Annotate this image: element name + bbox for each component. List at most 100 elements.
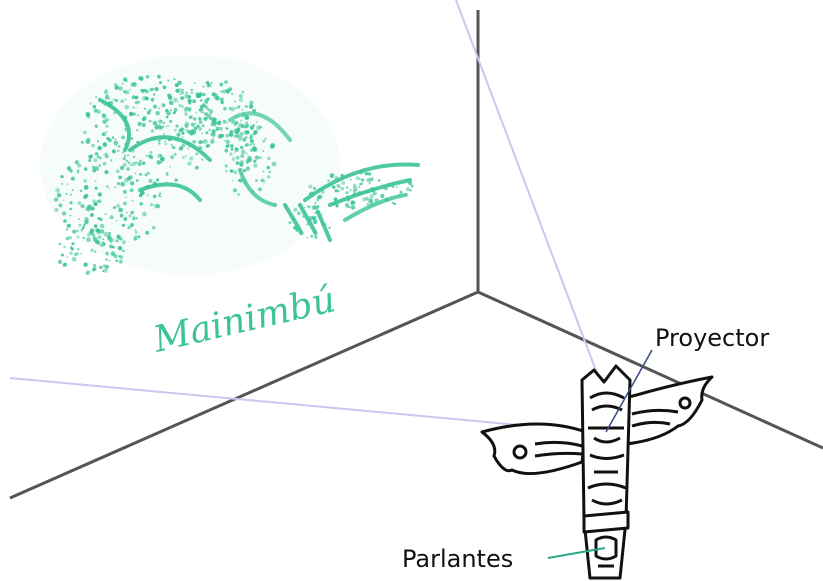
bird-stipple-dot — [118, 208, 123, 213]
bird-stipple-dot — [182, 156, 185, 159]
bird-stipple-dot — [199, 120, 202, 123]
bird-stipple-dot — [62, 263, 66, 267]
bird-stipple-dot — [173, 146, 176, 149]
bird-stipple-dot — [122, 240, 126, 244]
bird-stipple-dot — [69, 208, 72, 211]
bird-stipple-dot — [61, 175, 64, 178]
bird-stipple-dot — [54, 197, 58, 201]
bird-stipple-dot — [150, 203, 153, 206]
bird-stipple-dot — [97, 110, 101, 114]
bird-stipple-dot — [220, 91, 222, 93]
bird-stipple-dot — [135, 229, 137, 231]
bird-stipple-dot — [188, 95, 190, 97]
bird-stipple-dot — [71, 242, 74, 245]
bird-stipple-dot — [86, 237, 91, 242]
bird-stipple-dot — [138, 76, 142, 80]
bird-stipple-dot — [144, 108, 146, 110]
bird-stipple-dot — [312, 216, 316, 220]
bird-stipple-dot — [187, 148, 189, 150]
bird-stipple-dot — [351, 205, 356, 210]
bird-stipple-dot — [66, 183, 68, 185]
bird-stipple-dot — [239, 98, 243, 102]
bird-stipple-dot — [221, 84, 223, 86]
bird-stipple-dot — [236, 161, 240, 165]
bird-stipple-dot — [154, 204, 159, 209]
bird-stipple-dot — [263, 140, 266, 143]
bird-stipple-dot — [115, 99, 118, 102]
bird-stipple-dot — [108, 232, 111, 235]
bird-stipple-dot — [214, 124, 217, 127]
bird-stipple-dot — [160, 154, 163, 157]
bird-stipple-dot — [253, 164, 257, 168]
bird-stipple-dot — [241, 150, 245, 154]
bird-stipple-dot — [130, 89, 132, 91]
bird-stipple-dot — [95, 187, 98, 190]
bird-stipple-dot — [84, 179, 88, 183]
bird-stipple-dot — [125, 196, 127, 198]
bird-stipple-dot — [119, 87, 123, 91]
bird-stipple-dot — [63, 246, 66, 249]
bird-stipple-dot — [233, 170, 237, 174]
bird-stipple-dot — [250, 140, 252, 142]
bird-stipple-dot — [210, 133, 212, 135]
bird-stipple-dot — [149, 120, 152, 123]
bird-stipple-dot — [231, 122, 233, 124]
bird-stipple-dot — [166, 172, 168, 174]
bird-stipple-dot — [293, 208, 297, 212]
bird-stipple-dot — [225, 170, 228, 173]
bird-stipple-dot — [119, 247, 122, 250]
bird-stipple-dot — [174, 129, 177, 132]
bird-stipple-dot — [328, 227, 330, 229]
bird-stipple-dot — [77, 236, 80, 239]
bird-stipple-dot — [93, 267, 97, 271]
bird-stipple-dot — [233, 134, 237, 138]
bird-stipple-dot — [261, 179, 265, 183]
bird-stipple-dot — [226, 140, 230, 144]
bird-stipple-dot — [182, 132, 185, 135]
bird-stipple-dot — [250, 142, 252, 144]
bird-stipple-dot — [102, 270, 104, 272]
bird-stipple-dot — [159, 108, 161, 110]
bird-stipple-dot — [173, 112, 175, 114]
bird-stipple-dot — [159, 193, 161, 195]
bird-stipple-dot — [123, 163, 127, 167]
bird-stipple-dot — [182, 89, 184, 91]
bird-stipple-dot — [113, 206, 116, 209]
bird-stipple-dot — [239, 94, 243, 98]
bird-stipple-dot — [106, 131, 108, 133]
bird-stipple-dot — [310, 235, 313, 238]
bird-stipple-dot — [81, 229, 83, 231]
bird-stipple-dot — [124, 155, 126, 157]
bird-stipple-dot — [94, 250, 97, 253]
bird-stipple-dot — [121, 177, 123, 179]
bird-stipple-dot — [134, 237, 137, 240]
bird-stipple-dot — [345, 203, 349, 207]
bird-stipple-dot — [186, 92, 188, 94]
bird-stipple-dot — [117, 149, 120, 152]
bird-stipple-dot — [369, 183, 371, 185]
bird-stipple-dot — [76, 230, 79, 233]
bird-stipple-dot — [86, 113, 91, 118]
bird-stipple-dot — [77, 172, 79, 174]
bird-stipple-dot — [215, 96, 220, 101]
bird-stipple-dot — [245, 105, 248, 108]
bird-stipple-dot — [105, 258, 108, 261]
bird-stipple-dot — [66, 193, 68, 195]
bird-stipple-dot — [223, 107, 227, 111]
bird-stipple-dot — [185, 113, 188, 116]
bird-stipple-dot — [162, 126, 164, 128]
bird-stipple-dot — [159, 81, 162, 84]
bird-stipple-dot — [142, 212, 147, 217]
bird-stipple-dot — [307, 205, 310, 208]
bird-stipple-dot — [119, 255, 123, 259]
bird-stipple-dot — [174, 78, 176, 80]
bird-stipple-dot — [114, 139, 116, 141]
bird-stipple-dot — [72, 230, 76, 234]
bird-stipple-dot — [192, 99, 196, 103]
bird-stipple-dot — [129, 112, 134, 117]
bird-stipple-dot — [103, 162, 106, 165]
bird-stipple-dot — [95, 180, 97, 182]
bird-stipple-dot — [157, 160, 161, 164]
bird-stipple-dot — [102, 114, 107, 119]
